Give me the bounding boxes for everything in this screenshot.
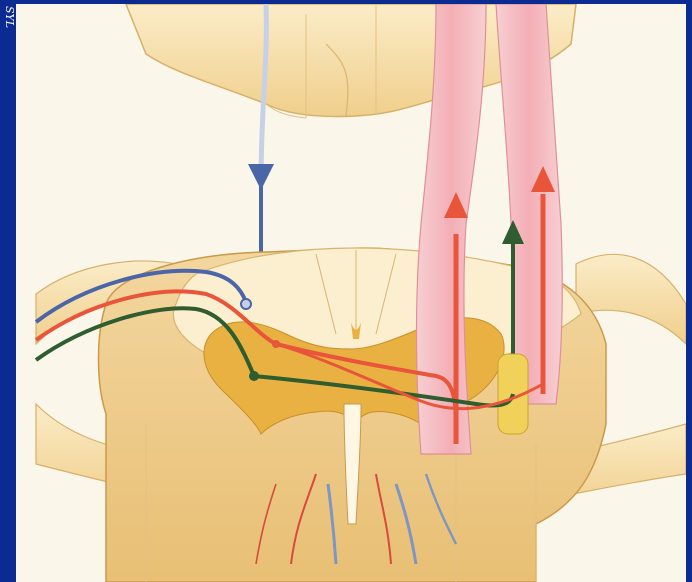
arrow-down-icon (248, 164, 274, 190)
spinal-cord-illustration (16, 4, 686, 582)
page-mark: SYL (2, 6, 16, 28)
spinal-cord-svg (16, 4, 686, 582)
motor-neuron-soma (241, 299, 251, 309)
frame-border-right (686, 0, 692, 582)
frame-border-left (0, 0, 16, 582)
synapse-node (249, 371, 259, 381)
synapse-node (272, 340, 280, 348)
